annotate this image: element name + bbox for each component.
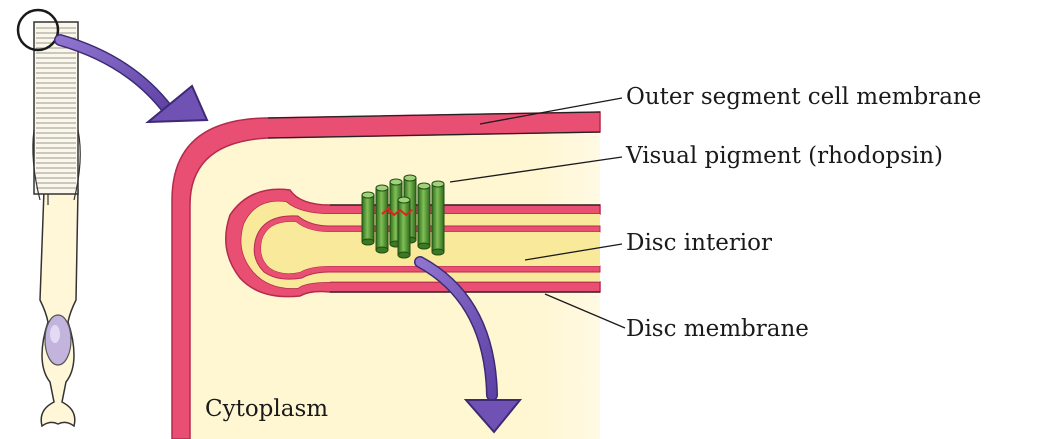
rod-inner-segment: [40, 190, 78, 426]
label-cytoplasm: Cytoplasm: [205, 396, 328, 422]
label-disc-interior: Disc interior: [626, 230, 772, 256]
label-outer-segment-membrane: Outer segment cell membrane: [626, 84, 981, 110]
zoom-arrow: [60, 40, 207, 122]
rhodopsin-helix: [376, 185, 388, 253]
label-disc-membrane: Disc membrane: [626, 316, 809, 342]
rhodopsin-helix: [432, 181, 444, 255]
label-visual-pigment: Visual pigment (rhodopsin): [625, 143, 943, 169]
rhodopsin-helix: [398, 197, 410, 258]
rhodopsin-helix: [418, 183, 430, 249]
rod-cell: [18, 10, 80, 426]
rhodopsin-helix: [362, 192, 374, 245]
enlarged-section: [172, 108, 610, 439]
